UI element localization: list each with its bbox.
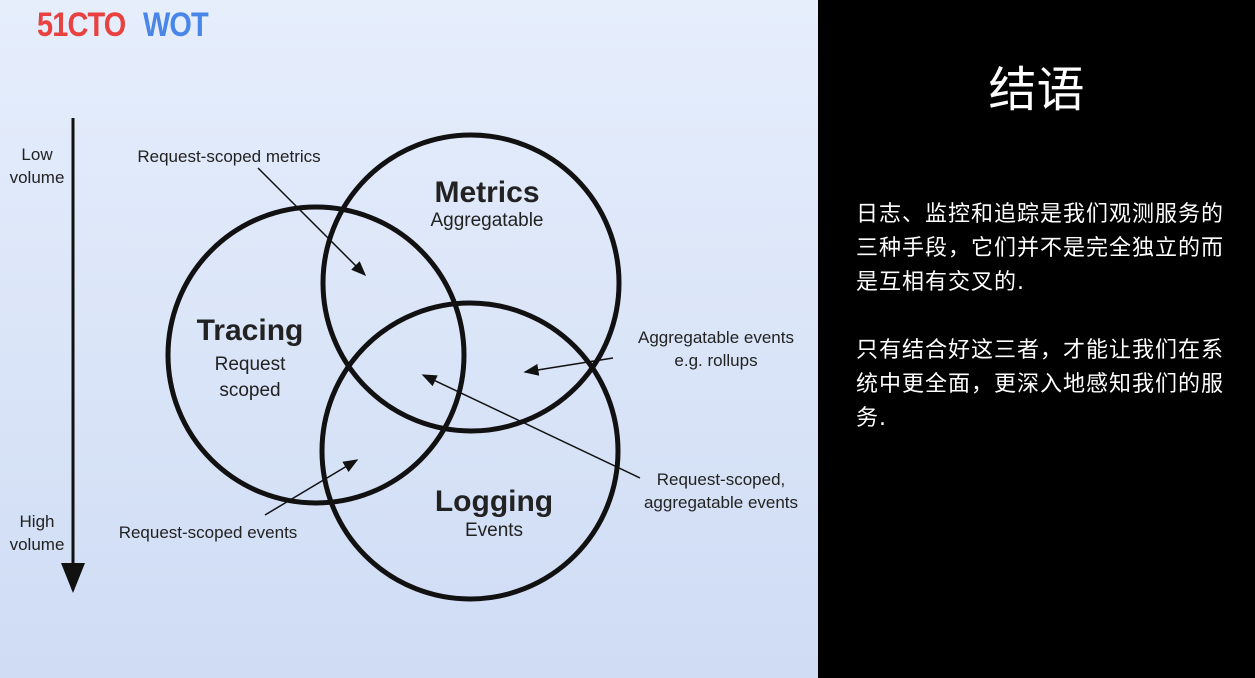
metrics-title: Metrics: [434, 176, 539, 209]
logging-title: Logging: [435, 485, 553, 518]
tracing-subtitle-2: scoped: [219, 380, 280, 401]
annotation-request-scoped-aggregatable-1: Request-scoped,: [657, 470, 786, 489]
annotation-request-scoped-aggregatable-2: aggregatable events: [644, 493, 798, 512]
axis-low-1: Low: [21, 145, 53, 164]
paragraph-2: 只有结合好这三者，才能让我们在系统中更全面，更深入地感知我们的服务.: [856, 338, 1225, 431]
venn-diagram: Low volume High volume Metrics Aggregata…: [10, 118, 798, 602]
annotation-aggregatable-events-1: Aggregatable events: [638, 328, 794, 347]
logging-subtitle: Events: [465, 520, 523, 541]
metrics-subtitle: Aggregatable: [430, 210, 543, 231]
arrow-request-scoped-metrics: [257, 167, 367, 277]
axis-high-2: volume: [10, 535, 65, 554]
annotation-request-scoped-events: Request-scoped events: [119, 523, 298, 542]
axis-low-2: volume: [10, 168, 65, 187]
arrow-aggregatable-events: [523, 357, 614, 376]
diagram-slide: 51CTO WOT Low volume High volume Metrics…: [0, 0, 818, 678]
annotation-request-scoped-metrics: Request-scoped metrics: [137, 147, 320, 166]
logo-wot: WOT: [143, 6, 209, 44]
axis-high-1: High: [20, 512, 55, 531]
logging-circle: [319, 300, 621, 602]
metrics-circle: [320, 132, 622, 434]
paragraph-1: 日志、监控和追踪是我们观测服务的三种手段，它们并不是完全独立的而是互相有交叉的.: [856, 202, 1225, 295]
tracing-circle: [165, 204, 467, 506]
logo-51cto: 51CTO: [37, 6, 126, 44]
arrow-request-scoped-events: [264, 459, 359, 516]
arrow-request-scoped-aggregatable: [421, 374, 641, 479]
summary-panel: 结语 日志、监控和追踪是我们观测服务的三种手段，它们并不是完全独立的而是互相有交…: [818, 0, 1255, 678]
panel-title: 结语: [988, 62, 1085, 118]
annotation-aggregatable-events-2: e.g. rollups: [674, 351, 757, 370]
tracing-subtitle-1: Request: [215, 354, 286, 375]
tracing-title: Tracing: [197, 314, 304, 347]
